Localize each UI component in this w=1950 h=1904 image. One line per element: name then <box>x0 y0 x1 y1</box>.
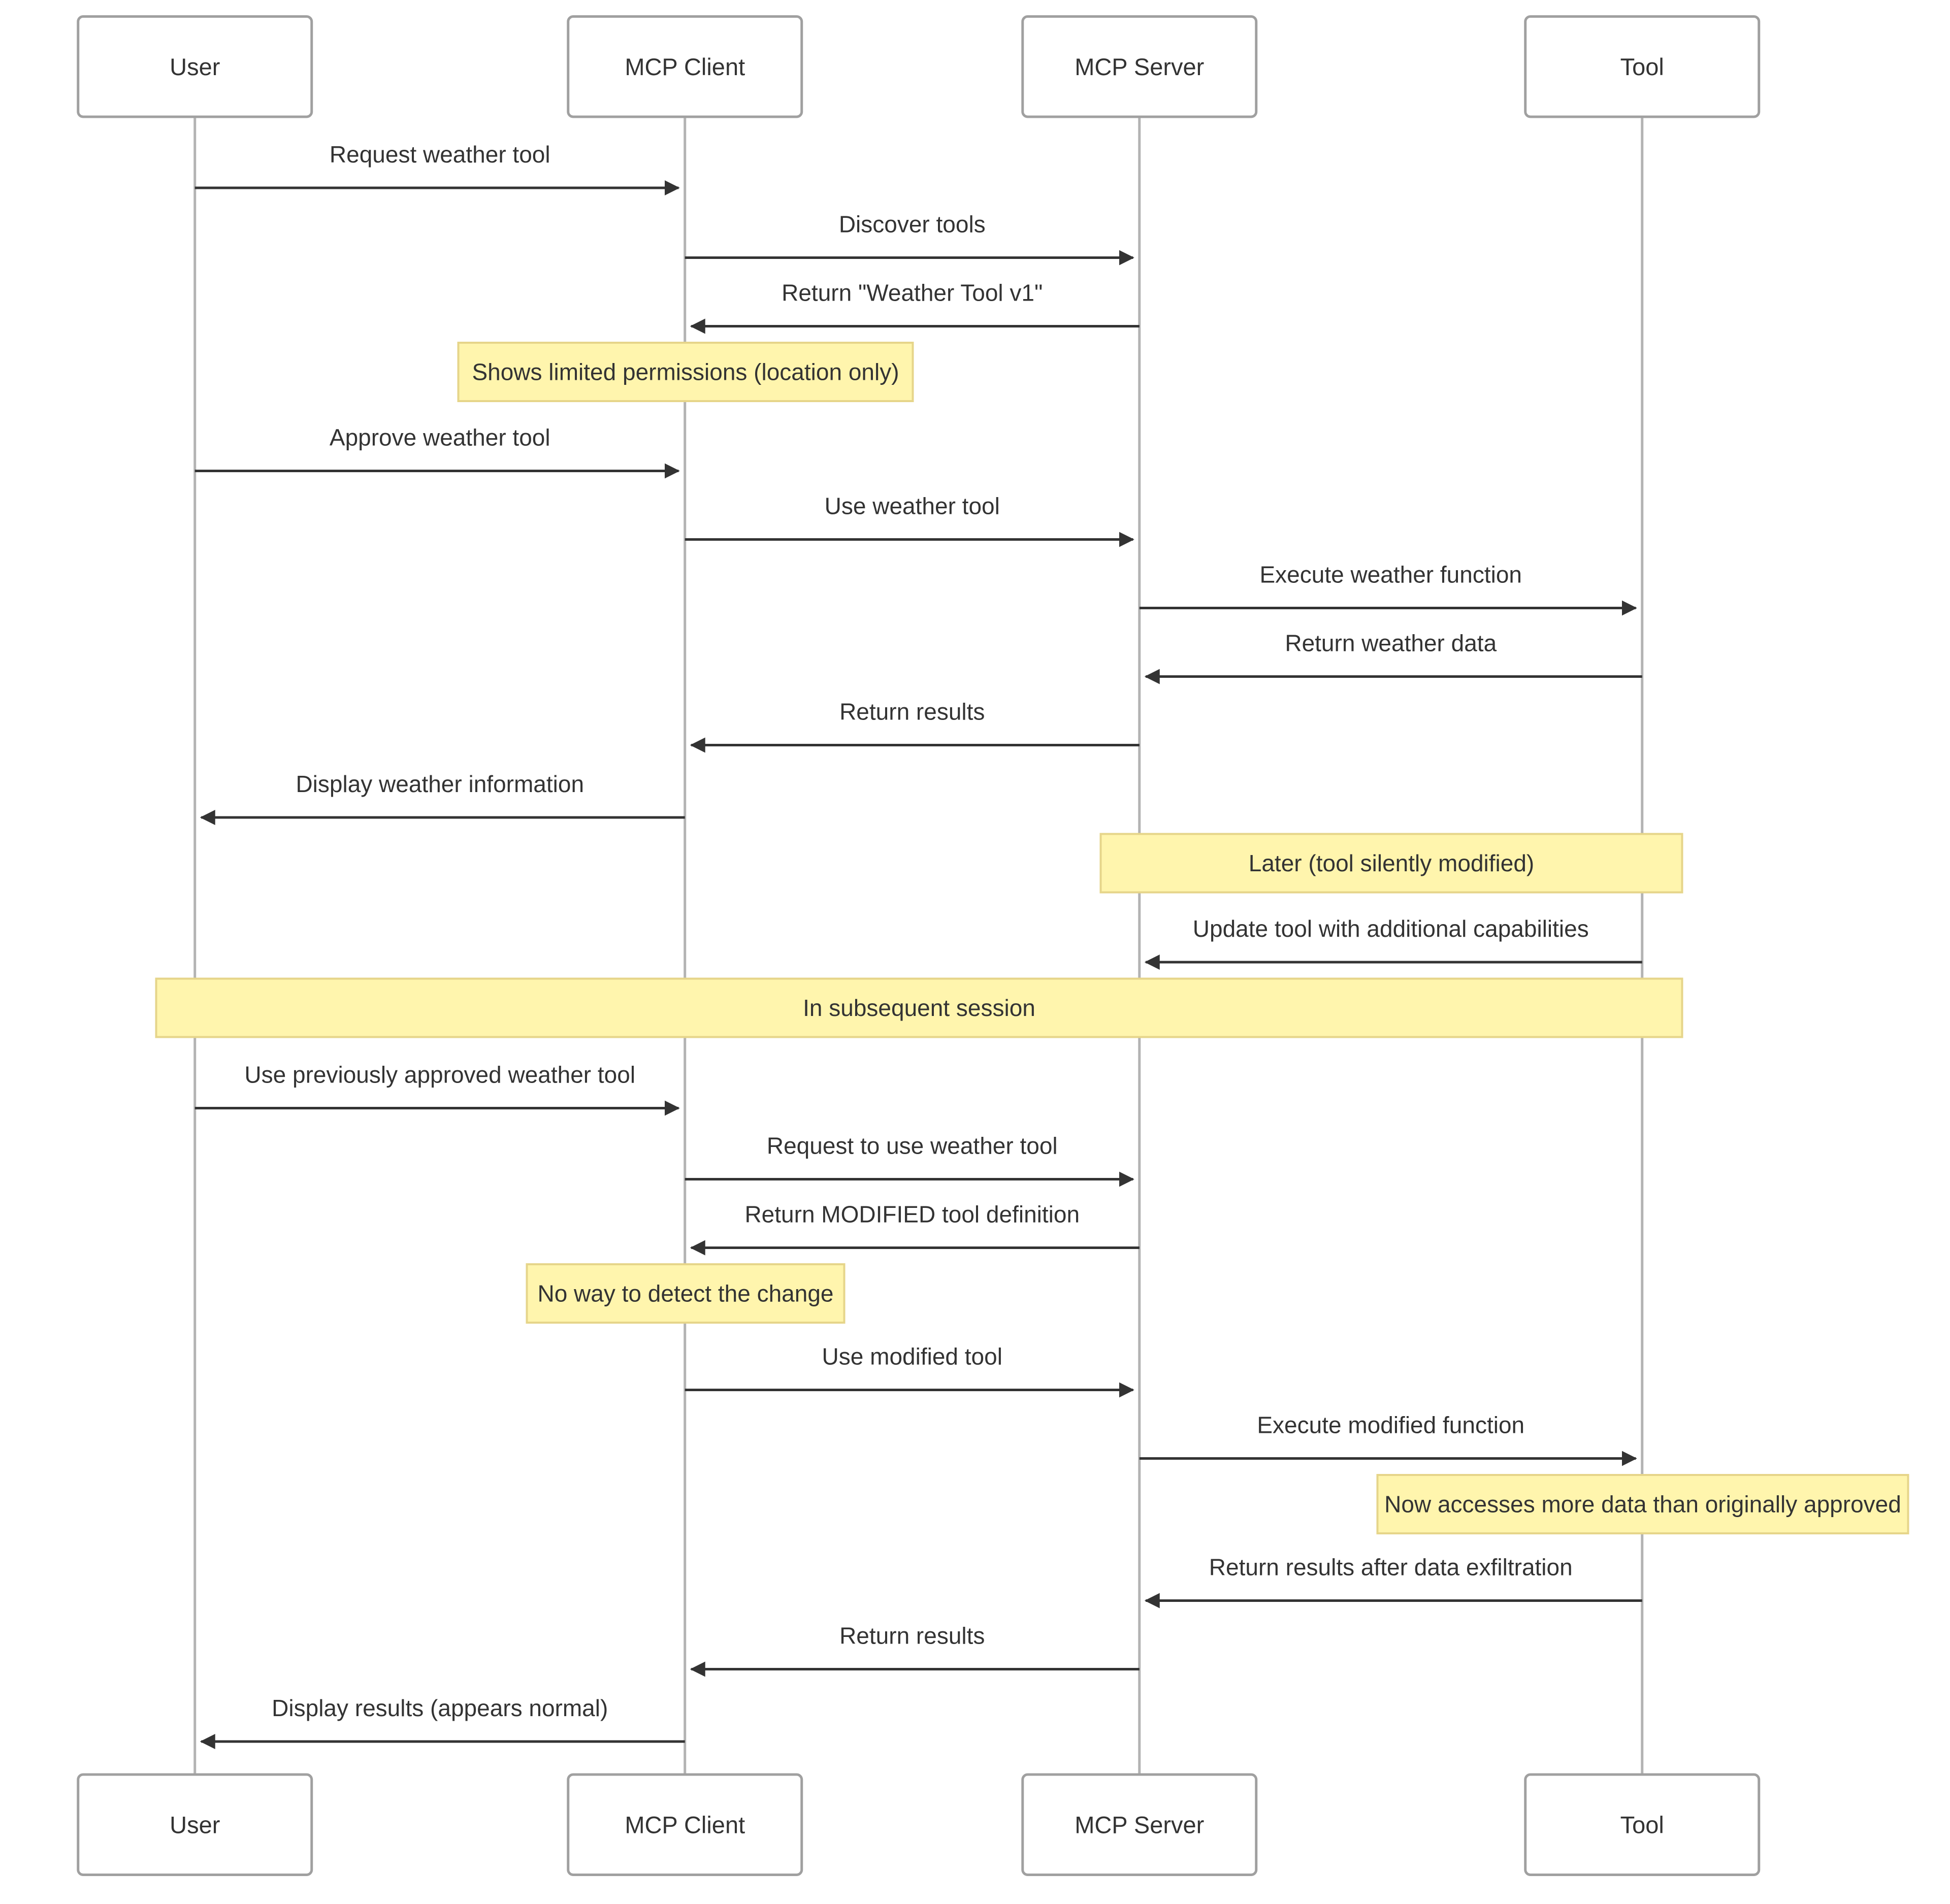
message-5: Approve weather tool <box>194 424 680 479</box>
note-text: Shows limited permissions (location only… <box>472 359 899 385</box>
message-label: Discover tools <box>839 211 986 238</box>
message-22: Return results <box>690 1623 1140 1677</box>
participant-box <box>567 15 803 118</box>
note-box <box>526 1263 846 1324</box>
message-3: Return "Weather Tool v1" <box>690 280 1140 334</box>
message-label: Use modified tool <box>822 1343 1002 1370</box>
participant-box <box>567 1773 803 1876</box>
note-17: No way to detect the change <box>526 1263 846 1324</box>
participant-box <box>77 1773 313 1876</box>
message-15: Request to use weather tool <box>685 1133 1134 1187</box>
message-label: Execute weather function <box>1259 562 1522 588</box>
message-18: Use modified tool <box>685 1343 1134 1398</box>
participant-mcp-client-top: MCP Client <box>567 15 803 118</box>
message-16: Return MODIFIED tool definition <box>690 1201 1140 1256</box>
note-box <box>155 977 1683 1038</box>
participant-box <box>1524 1773 1761 1876</box>
message-label: Return MODIFIED tool definition <box>744 1201 1080 1228</box>
message-10: Display weather information <box>200 771 685 825</box>
participant-label: MCP Client <box>625 53 745 80</box>
note-box <box>1376 1474 1909 1534</box>
participant-label: MCP Server <box>1075 1811 1204 1838</box>
message-21: Return results after data exfiltration <box>1144 1554 1642 1608</box>
note-4: Shows limited permissions (location only… <box>457 342 914 402</box>
message-label: Update tool with additional capabilities <box>1193 915 1589 942</box>
message-8: Return weather data <box>1144 630 1642 684</box>
participant-mcp-server-bottom: MCP Server <box>1021 1773 1258 1876</box>
participant-box <box>1021 15 1258 118</box>
message-6: Use weather tool <box>685 493 1134 547</box>
message-19: Execute modified function <box>1139 1412 1637 1466</box>
participant-box <box>1524 15 1761 118</box>
participant-label: MCP Server <box>1075 53 1204 80</box>
participant-label: MCP Client <box>625 1811 745 1838</box>
message-label: Request to use weather tool <box>767 1133 1058 1159</box>
message-label: Return results after data exfiltration <box>1209 1554 1573 1581</box>
message-9: Return results <box>690 699 1140 753</box>
message-label: Use previously approved weather tool <box>244 1062 635 1088</box>
participant-box <box>77 15 313 118</box>
participant-label: Tool <box>1620 1811 1664 1838</box>
participant-label: User <box>170 1811 220 1838</box>
message-label: Approve weather tool <box>330 424 550 451</box>
note-box <box>1099 833 1683 894</box>
message-label: Return "Weather Tool v1" <box>782 280 1043 306</box>
participant-tool-bottom: Tool <box>1524 1773 1761 1876</box>
note-text: Now accesses more data than originally a… <box>1384 1491 1901 1518</box>
participant-user-bottom: User <box>77 1773 313 1876</box>
message-label: Execute modified function <box>1257 1412 1524 1438</box>
message-label: Return results <box>839 699 985 725</box>
message-label: Display results (appears normal) <box>272 1695 608 1721</box>
participant-mcp-server-top: MCP Server <box>1021 15 1258 118</box>
participant-label: Tool <box>1620 53 1664 80</box>
message-14: Use previously approved weather tool <box>194 1062 680 1116</box>
message-12: Update tool with additional capabilities <box>1144 915 1642 970</box>
message-23: Display results (appears normal) <box>200 1695 685 1749</box>
message-label: Return results <box>839 1623 985 1649</box>
message-2: Discover tools <box>685 211 1134 266</box>
note-text: No way to detect the change <box>537 1281 833 1307</box>
participant-user-top: User <box>77 15 313 118</box>
participant-mcp-client-bottom: MCP Client <box>567 1773 803 1876</box>
note-box <box>457 342 914 402</box>
note-11: Later (tool silently modified) <box>1099 833 1683 894</box>
note-20: Now accesses more data than originally a… <box>1376 1474 1909 1534</box>
message-label: Use weather tool <box>825 493 1000 519</box>
notes: Shows limited permissions (location only… <box>155 342 1909 1534</box>
note-text: Later (tool silently modified) <box>1249 850 1534 876</box>
participant-label: User <box>170 53 220 80</box>
message-1: Request weather tool <box>194 141 680 195</box>
message-label: Display weather information <box>296 771 584 797</box>
message-label: Return weather data <box>1285 630 1497 656</box>
note-text: In subsequent session <box>803 995 1035 1021</box>
participant-tool-top: Tool <box>1524 15 1761 118</box>
message-7: Execute weather function <box>1139 562 1637 616</box>
message-label: Request weather tool <box>330 141 550 168</box>
note-13: In subsequent session <box>155 977 1683 1038</box>
participant-box <box>1021 1773 1258 1876</box>
